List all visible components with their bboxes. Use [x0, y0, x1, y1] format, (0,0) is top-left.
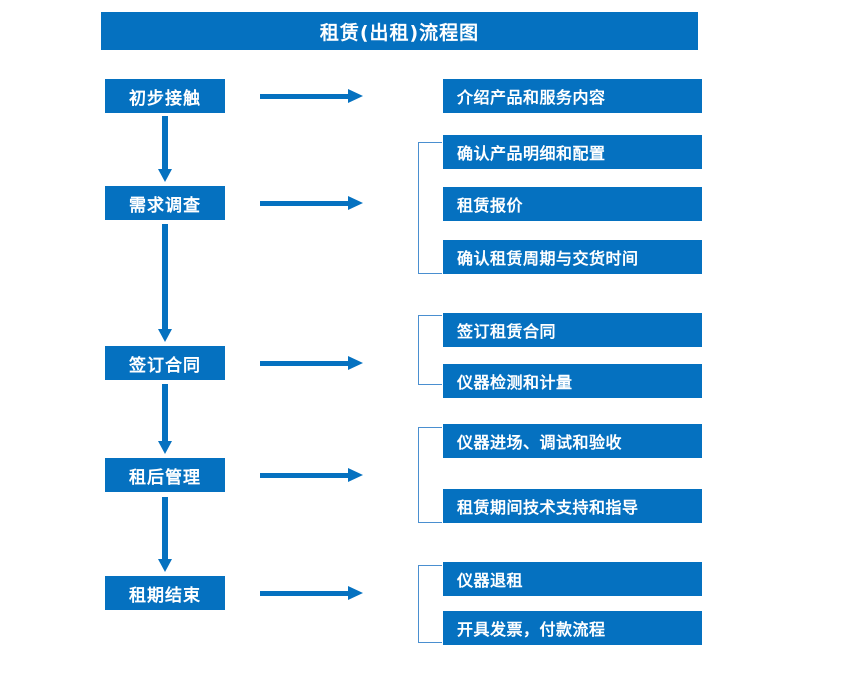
arrow-head-icon	[348, 196, 363, 210]
group-bracket-stage-4	[418, 427, 442, 523]
task-box-7[interactable]: 仪器进场、调试和验收	[443, 424, 702, 458]
page-title: 租赁(出租)流程图	[101, 12, 698, 50]
arrow-shaft	[162, 497, 168, 559]
arrow-shaft	[162, 116, 168, 169]
task-box-8[interactable]: 租赁期间技术支持和指导	[443, 489, 702, 523]
arrow-shaft	[260, 361, 350, 366]
arrow-head-icon	[348, 89, 363, 103]
arrow-head-icon	[348, 468, 363, 482]
task-box-5[interactable]: 签订租赁合同	[443, 313, 702, 347]
stage-box-1[interactable]: 初步接触	[105, 79, 225, 113]
vertical-arrow-4-to-5	[158, 497, 172, 572]
vertical-arrow-1-to-2	[158, 116, 172, 182]
arrow-head-icon	[158, 329, 172, 342]
group-bracket-stage-2	[418, 142, 442, 274]
arrow-head-icon	[348, 586, 363, 600]
arrow-shaft	[162, 224, 168, 329]
stage-box-4[interactable]: 租后管理	[105, 458, 225, 492]
task-box-2[interactable]: 确认产品明细和配置	[443, 135, 702, 169]
group-bracket-stage-5	[418, 565, 442, 643]
task-box-9[interactable]: 仪器退租	[443, 562, 702, 596]
arrow-head-icon	[348, 356, 363, 370]
horizontal-arrow-stage-2	[260, 196, 363, 210]
arrow-head-icon	[158, 559, 172, 572]
horizontal-arrow-stage-4	[260, 468, 363, 482]
task-box-1[interactable]: 介绍产品和服务内容	[443, 79, 702, 113]
group-bracket-stage-3	[418, 315, 442, 385]
horizontal-arrow-stage-3	[260, 356, 363, 370]
arrow-head-icon	[158, 441, 172, 454]
task-box-10[interactable]: 开具发票，付款流程	[443, 611, 702, 645]
vertical-arrow-2-to-3	[158, 224, 172, 342]
arrow-shaft	[260, 94, 350, 99]
horizontal-arrow-stage-5	[260, 586, 363, 600]
task-box-4[interactable]: 确认租赁周期与交货时间	[443, 240, 702, 274]
stage-box-5[interactable]: 租期结束	[105, 576, 225, 610]
arrow-shaft	[260, 201, 350, 206]
stage-box-2[interactable]: 需求调查	[105, 186, 225, 220]
vertical-arrow-3-to-4	[158, 384, 172, 454]
stage-box-3[interactable]: 签订合同	[105, 346, 225, 380]
arrow-shaft	[162, 384, 168, 441]
arrow-shaft	[260, 591, 350, 596]
arrow-head-icon	[158, 169, 172, 182]
arrow-shaft	[260, 473, 350, 478]
task-box-3[interactable]: 租赁报价	[443, 187, 702, 221]
task-box-6[interactable]: 仪器检测和计量	[443, 364, 702, 398]
horizontal-arrow-stage-1	[260, 89, 363, 103]
